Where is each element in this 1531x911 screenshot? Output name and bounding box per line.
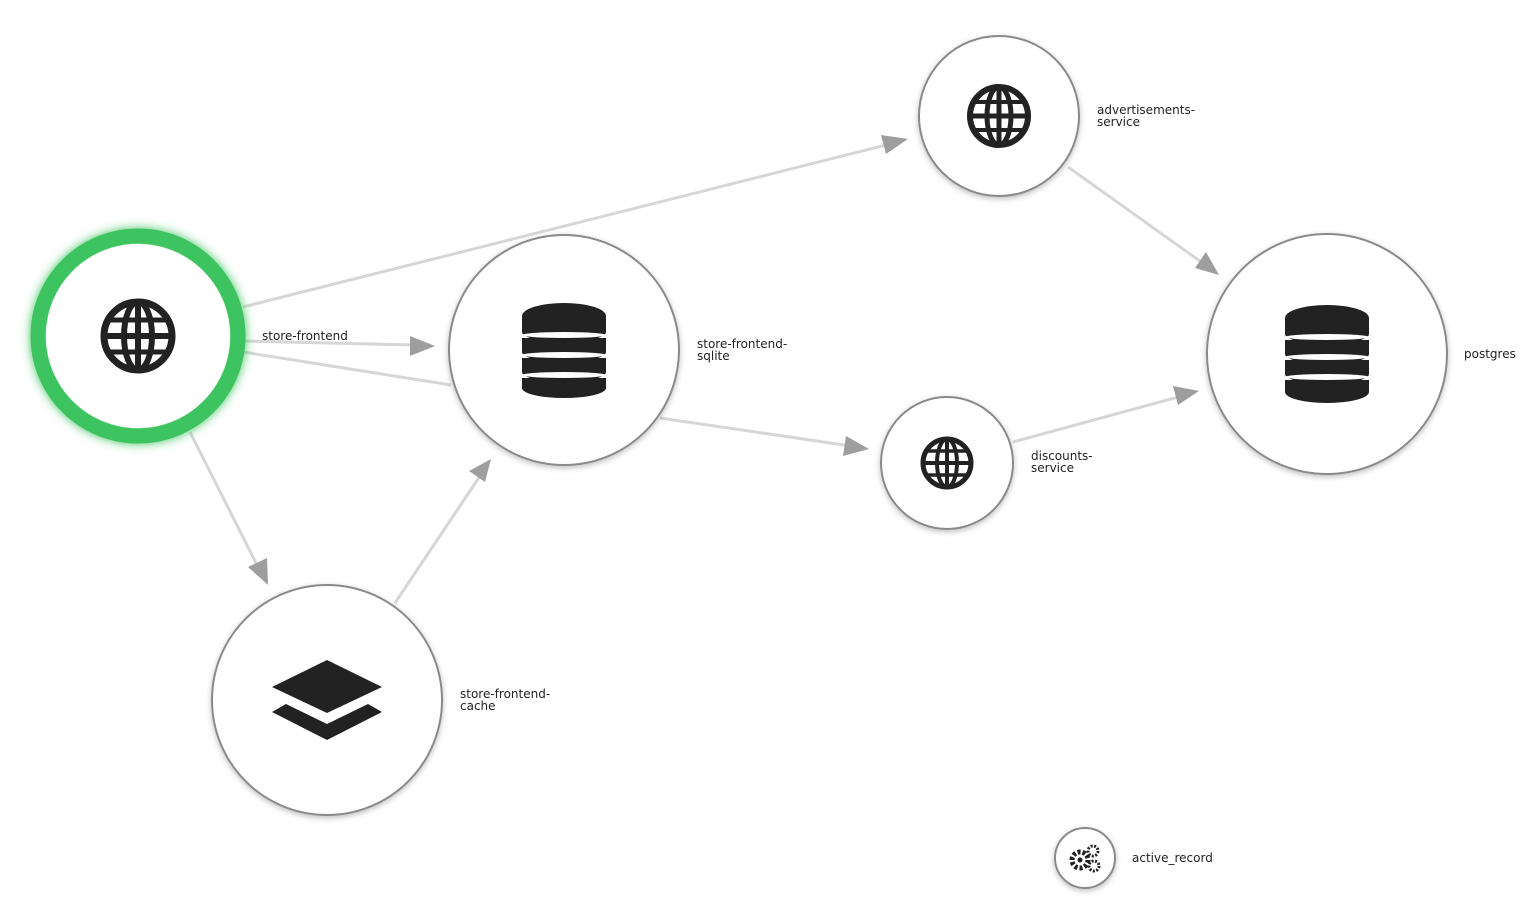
node-postgres[interactable]: postgres <box>1206 233 1516 475</box>
edge-store-frontend-to-store-frontend-cache[interactable] <box>188 431 260 568</box>
node-label: postgres <box>1464 347 1516 361</box>
node-discounts-service[interactable]: discounts- service <box>880 396 1093 530</box>
node-store-frontend-cache[interactable]: store-frontend- cache <box>211 584 550 816</box>
edge-store-frontend-sqlite-to-discounts-service[interactable] <box>659 416 852 448</box>
globe-icon <box>100 298 176 374</box>
edge-store-frontend-to-store-frontend-sqlite[interactable] <box>242 339 417 347</box>
node-label: store-frontend- <box>460 687 550 701</box>
edges <box>188 135 1219 604</box>
selected-ring <box>30 228 246 444</box>
node-label: service <box>1097 115 1140 129</box>
node-label: service <box>1031 461 1074 475</box>
node-store-frontend[interactable] <box>30 228 246 444</box>
edge-store-frontend-to-advertisements-service[interactable] <box>242 142 891 309</box>
node-label: cache <box>460 699 496 713</box>
layers-icon <box>272 660 382 740</box>
database-icon <box>522 303 606 398</box>
arrowhead-store-frontend-sqlite-from-cache <box>469 459 491 482</box>
edge-store-frontend-to-store-frontend-sqlite-lower[interactable] <box>242 350 452 387</box>
node-label: sqlite <box>697 349 730 363</box>
node-active_record[interactable]: active_record <box>1054 827 1213 889</box>
node-circle <box>1054 827 1116 889</box>
arrowhead-postgres-from-discounts <box>1173 386 1199 405</box>
arrowhead-postgres-from-advertisements <box>1195 252 1219 275</box>
edge-label-store-frontend: store-frontend <box>262 329 348 343</box>
arrowhead-store-frontend-cache <box>248 558 268 585</box>
edge-advertisements-service-to-postgres[interactable] <box>1067 165 1205 266</box>
node-label: advertisements- <box>1097 103 1195 117</box>
node-store-frontend-sqlite[interactable]: store-frontend- sqlite <box>448 234 787 466</box>
arrowhead-discounts-service <box>843 436 869 456</box>
gears-icon <box>1069 844 1101 873</box>
node-label: store-frontend- <box>697 337 787 351</box>
globe-icon <box>920 436 974 490</box>
node-label: active_record <box>1132 851 1213 865</box>
arrowhead-store-frontend-sqlite <box>410 336 435 356</box>
node-label: discounts- <box>1031 449 1093 463</box>
edge-discounts-service-to-postgres[interactable] <box>1012 394 1183 444</box>
node-advertisements-service[interactable]: advertisements- service <box>918 35 1195 197</box>
globe-icon <box>967 84 1031 148</box>
database-icon <box>1285 305 1369 403</box>
edge-store-frontend-cache-to-store-frontend-sqlite[interactable] <box>393 475 482 604</box>
arrowhead-advertisements-service <box>881 135 908 154</box>
